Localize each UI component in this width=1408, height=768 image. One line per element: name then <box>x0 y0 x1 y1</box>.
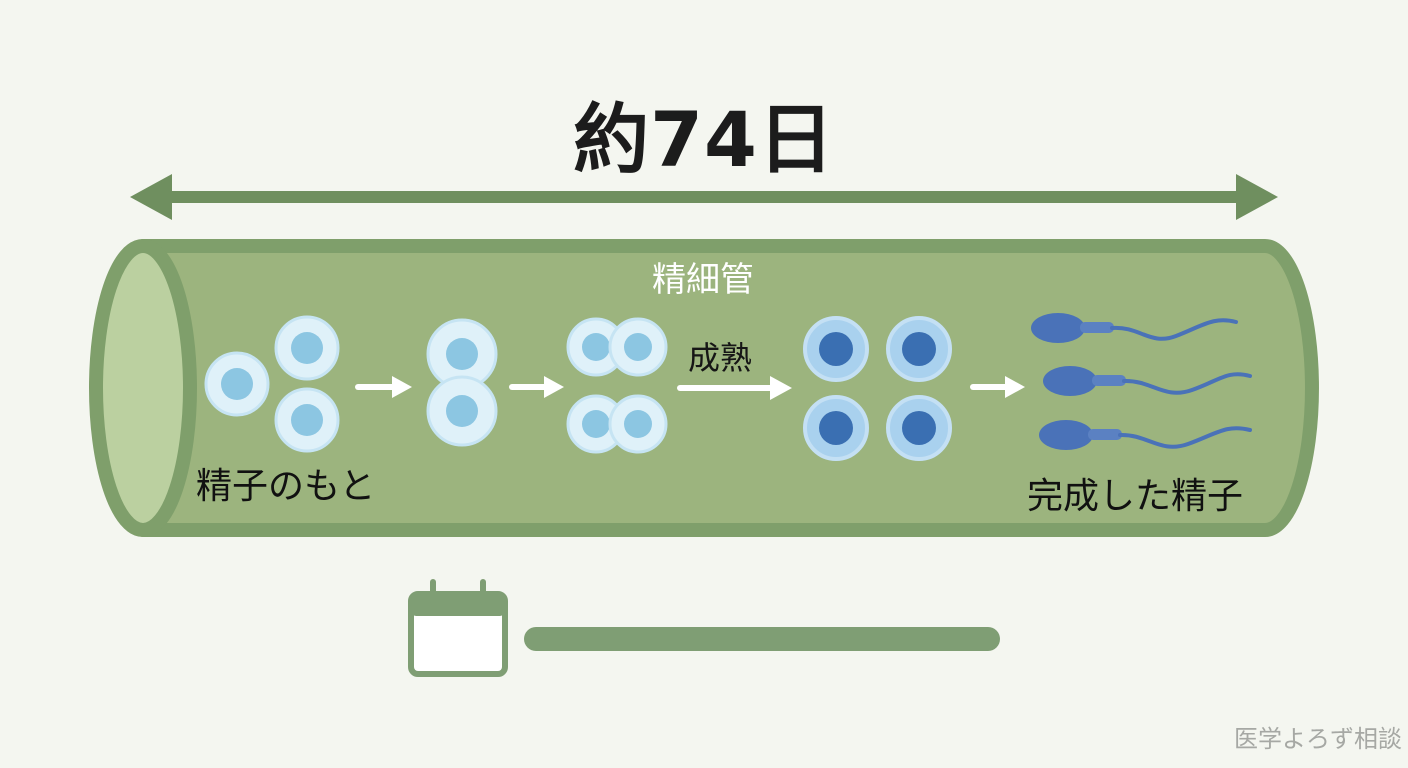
sperm-cells <box>1031 313 1252 450</box>
right-arrow-icon <box>509 376 564 398</box>
spermatogonia-cells <box>204 315 340 453</box>
sperm-icon <box>1043 366 1252 396</box>
cell-icon <box>274 387 340 453</box>
cell-icon <box>886 316 952 382</box>
end-stage-label: 完成した精子 <box>1026 476 1243 517</box>
cell-icon <box>803 395 869 461</box>
maturation-arrow <box>677 376 792 400</box>
sperm-icon <box>1031 313 1238 343</box>
timeline-bar <box>524 627 1000 651</box>
dividing-cells <box>426 318 498 447</box>
cell-icon <box>608 317 668 377</box>
duration-arrow <box>130 174 1278 220</box>
cell-icon <box>204 351 270 417</box>
cell-icon <box>886 395 952 461</box>
right-arrow-icon <box>970 376 1025 398</box>
cell-icon <box>608 394 668 454</box>
cell-icon <box>274 315 340 381</box>
calendar-icon <box>408 579 508 677</box>
duration-label: 約74日 <box>573 95 835 184</box>
tubule-label: 精細管 <box>652 260 754 300</box>
watermark: 医学よろず相談 <box>1234 725 1402 753</box>
spermatocyte-cells <box>566 317 668 454</box>
cell-icon <box>803 316 869 382</box>
right-arrow-icon <box>355 376 412 398</box>
spermatid-cells <box>803 316 952 461</box>
sperm-icon <box>1039 420 1252 450</box>
cell-icon <box>426 375 498 447</box>
cell-icon <box>426 318 498 390</box>
start-stage-label: 精子のもと <box>196 466 376 507</box>
cell-icon <box>566 317 626 377</box>
maturation-label: 成熟 <box>687 339 752 377</box>
